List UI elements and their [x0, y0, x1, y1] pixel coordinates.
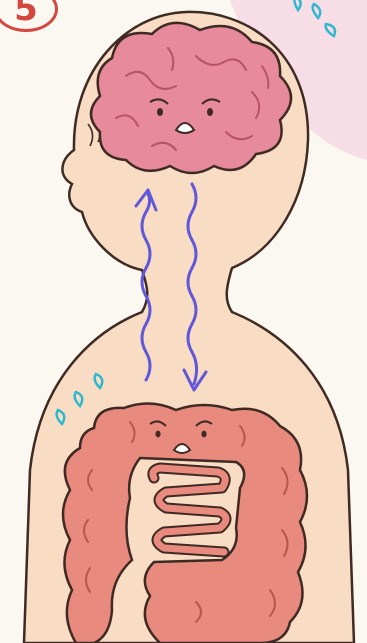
- brain-icon: [91, 23, 291, 173]
